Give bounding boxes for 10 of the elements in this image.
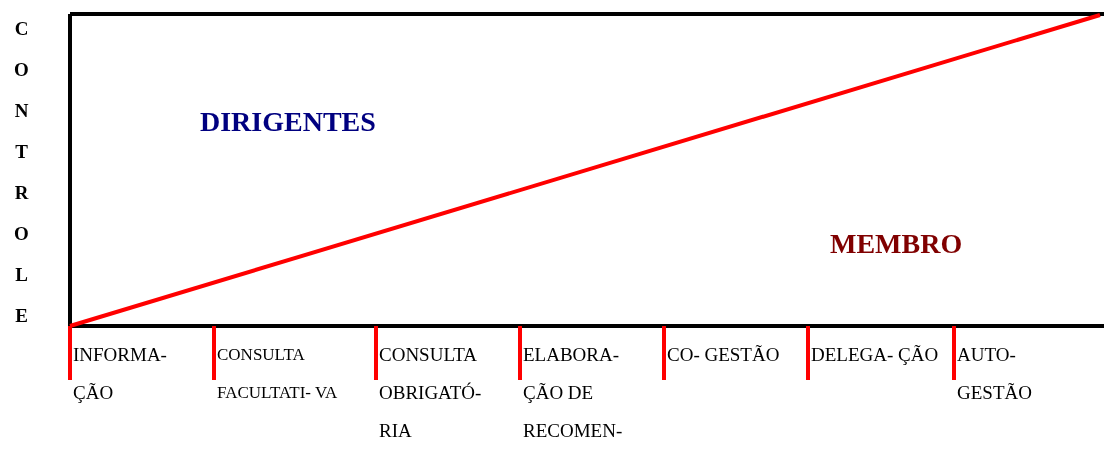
- category-label: ELABORA- ÇÃO DE RECOMEN-: [523, 343, 624, 443]
- axis-label: CONTROLE: [10, 18, 32, 346]
- category-label: CONSULTA OBRIGATÓ- RIA: [379, 343, 483, 443]
- category-label: AUTO- GESTÃO: [957, 343, 1033, 405]
- category-label: DELEGA- ÇÃO: [811, 343, 940, 367]
- category-label: INFORMA- ÇÃO: [73, 343, 168, 405]
- region-label: MEMBRO: [830, 228, 963, 260]
- category-label: CONSULTA FACULTATI- VA: [217, 344, 339, 404]
- category-label: CO- GESTÃO: [667, 343, 781, 367]
- region-label: DIRIGENTES: [200, 106, 376, 138]
